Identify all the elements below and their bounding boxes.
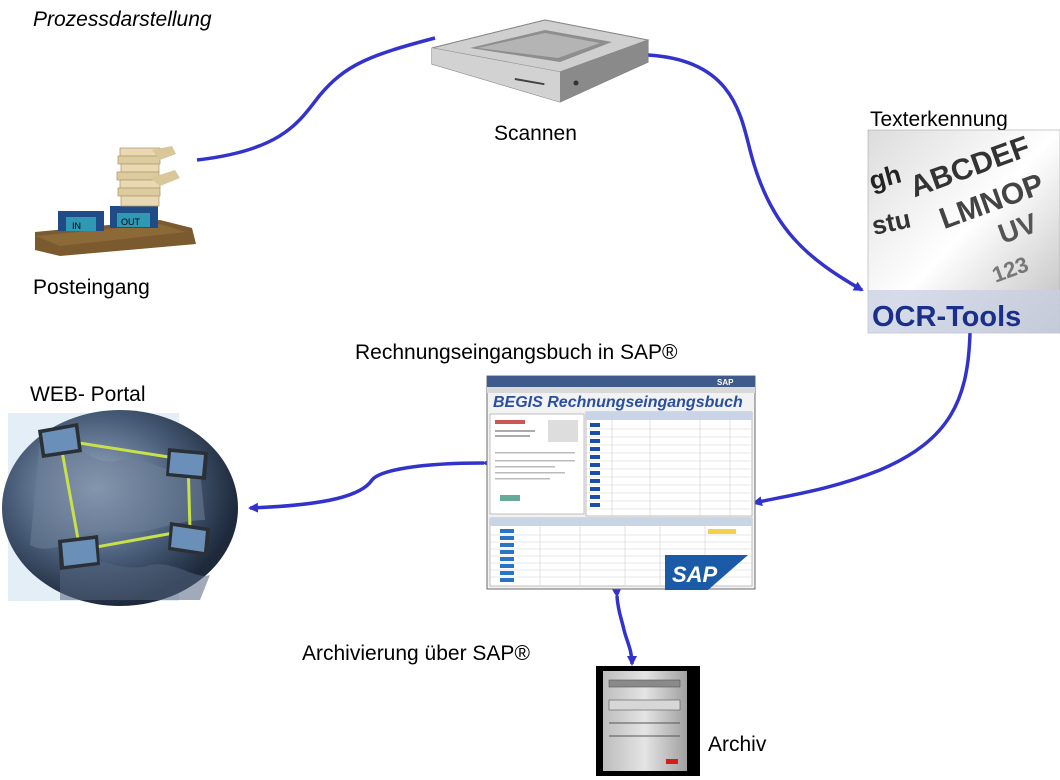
scanner-icon: [431, 19, 650, 103]
ocr-tools-caption: OCR-Tools: [872, 301, 1021, 333]
scannen-label: Scannen: [494, 122, 577, 145]
diagram-title: Prozessdarstellung: [33, 8, 212, 31]
texterkennung-label: Texterkennung: [870, 108, 1008, 131]
arrow-rechnungseingangsbuch-archiv: [611, 587, 637, 666]
archiv-server-icon: [596, 666, 700, 776]
sap-logo: SAP: [672, 562, 718, 587]
posteingang-label: Posteingang: [33, 276, 150, 299]
rechnungseingangsbuch-label: Rechnungseingangsbuch in SAP®: [355, 341, 678, 364]
tray-out-label: OUT: [121, 217, 141, 227]
arrow-scannen-to-texterkennung: [647, 53, 864, 292]
sap-screenshot: SAP BEGIS Rechnungseingangsbuch: [486, 375, 756, 590]
tray-in-label: IN: [72, 221, 81, 231]
sap-screen-title: BEGIS Rechnungseingangsbuch: [493, 394, 743, 411]
posteingang-icon: IN OUT: [35, 146, 196, 256]
arrow-posteingang-to-scannen: [196, 36, 436, 162]
archivierung-label: Archivierung über SAP®: [302, 642, 530, 665]
web-portal-label: WEB- Portal: [30, 383, 146, 406]
ocr-tools-image: ABCDEF LMNOP UV 123 gh stu OCR-Tools: [866, 129, 1060, 334]
web-portal-image: [2, 410, 238, 606]
arrow-texterkennung-to-rechnungseingangsbuch: [752, 332, 972, 507]
arrow-rechnungseingangsbuch-web-portal: [248, 457, 493, 513]
archiv-label: Archiv: [708, 733, 767, 756]
sap-titlebar-logo: SAP: [717, 378, 734, 387]
